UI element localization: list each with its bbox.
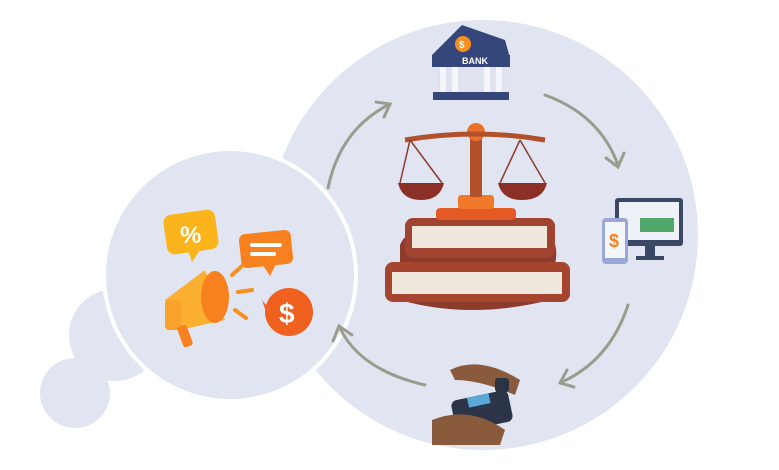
arrow-down-right [543,93,620,167]
svg-text:$: $ [609,231,619,251]
background-bubbles [40,20,698,450]
bubble-small [40,358,110,428]
bank-icon: BANK $ [432,25,510,100]
chat-bubble-icon [238,229,294,276]
cycle-arrows [326,93,630,389]
megaphone-icon [165,264,254,348]
card-terminal-icon [432,364,520,445]
svg-text:$: $ [459,40,465,51]
computer-payment-icon: $ [602,198,683,264]
marketing-cluster: % $ [163,209,313,348]
dollar-coin-icon: $ [262,288,313,336]
arrow-up-right [326,103,390,190]
bank-label: BANK [462,56,488,66]
percent-bubble-icon: % [163,209,219,262]
arrow-down-left [560,303,630,384]
justice-scale-icon [385,123,570,310]
svg-text:$: $ [279,298,295,329]
arrow-up-left [338,326,427,387]
svg-text:%: % [180,222,201,249]
